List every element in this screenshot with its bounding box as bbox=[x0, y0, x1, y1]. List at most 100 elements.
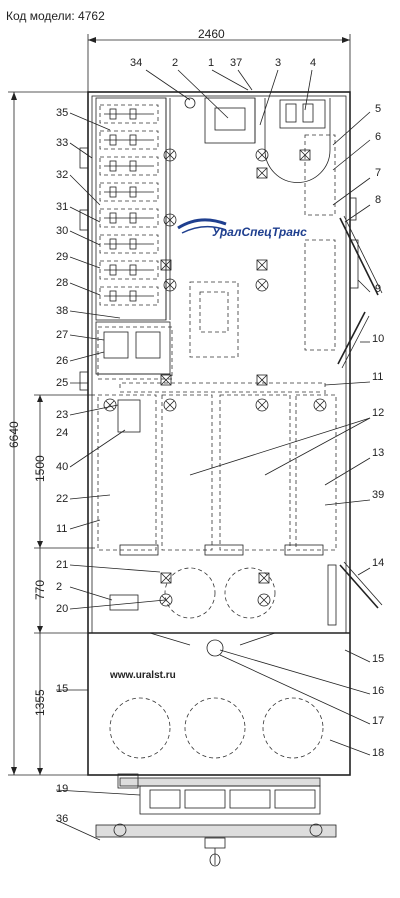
callout-31: 31 bbox=[56, 201, 68, 213]
lamp-icon bbox=[163, 278, 177, 292]
callout-22: 22 bbox=[56, 493, 68, 505]
callout-29: 29 bbox=[56, 251, 68, 263]
bunks bbox=[97, 394, 337, 556]
horizontal-duct bbox=[119, 382, 326, 395]
callout-13: 13 bbox=[372, 447, 384, 459]
callout-38: 38 bbox=[56, 305, 68, 317]
callout-2-left: 2 bbox=[56, 581, 62, 593]
callout-16: 16 bbox=[372, 685, 384, 697]
callout-1: 1 bbox=[208, 57, 214, 69]
model-label: Код модели: 4762 bbox=[6, 9, 105, 23]
outlet-icon bbox=[258, 572, 270, 584]
outlet-icon bbox=[256, 167, 268, 179]
rack-shelf bbox=[99, 182, 159, 202]
callout-15-right: 15 bbox=[372, 653, 384, 665]
top-room bbox=[184, 97, 331, 183]
callout-25: 25 bbox=[56, 377, 68, 389]
lamp-icon bbox=[103, 398, 117, 412]
leader-lines bbox=[55, 69, 371, 841]
callout-3: 3 bbox=[275, 57, 281, 69]
rear-compartment bbox=[109, 632, 324, 759]
dimension-width: 2460 bbox=[87, 27, 351, 92]
dimension-1500-label: 1500 bbox=[33, 455, 47, 482]
callout-32: 32 bbox=[56, 169, 68, 181]
outlets bbox=[160, 149, 311, 584]
callout-11-right: 11 bbox=[372, 371, 383, 383]
body-outline bbox=[79, 91, 359, 776]
center-dashed-area bbox=[97, 134, 336, 380]
callout-30: 30 bbox=[56, 225, 68, 237]
callout-14: 14 bbox=[372, 557, 384, 569]
callout-17: 17 bbox=[372, 715, 384, 727]
dimension-770-label: 770 bbox=[33, 580, 47, 600]
callout-19: 19 bbox=[56, 783, 68, 795]
outlet-icon bbox=[160, 572, 172, 584]
left-rack bbox=[95, 97, 171, 321]
callouts: 34 2 1 37 3 4 5 6 7 8 9 10 11 12 13 39 1… bbox=[56, 57, 384, 825]
dimension-length-label: 6640 bbox=[7, 421, 21, 448]
callout-36: 36 bbox=[56, 813, 68, 825]
outlet-icon bbox=[160, 374, 172, 386]
dimension-1355-label: 1355 bbox=[33, 689, 47, 716]
cabinet bbox=[95, 321, 171, 375]
outlet-icon bbox=[160, 259, 172, 271]
callout-5: 5 bbox=[375, 103, 381, 115]
callout-26: 26 bbox=[56, 355, 68, 367]
dimension-length: 6640 bbox=[7, 91, 90, 776]
logo-text: УралСпецТранс bbox=[212, 225, 307, 239]
rack-shelf bbox=[99, 208, 159, 228]
outlet-icon bbox=[256, 259, 268, 271]
callout-2-top: 2 bbox=[172, 57, 178, 69]
callout-37: 37 bbox=[230, 57, 242, 69]
callout-10: 10 bbox=[372, 333, 384, 345]
lamp-icon bbox=[163, 398, 177, 412]
outlet-icon bbox=[256, 374, 268, 386]
callout-15-left: 15 bbox=[56, 683, 68, 695]
callout-9: 9 bbox=[375, 283, 381, 295]
lamp-icon bbox=[255, 278, 269, 292]
rack-shelf bbox=[99, 156, 159, 176]
lamps bbox=[103, 148, 327, 607]
lower-tables bbox=[109, 564, 337, 626]
dimension-width-label: 2460 bbox=[198, 27, 225, 41]
website-text: www.uralst.ru bbox=[109, 670, 176, 681]
callout-27: 27 bbox=[56, 329, 68, 341]
callout-40: 40 bbox=[56, 461, 68, 473]
callout-7: 7 bbox=[375, 167, 381, 179]
rack-shelf bbox=[99, 260, 159, 280]
doors-right bbox=[337, 215, 383, 609]
outlet-icon bbox=[299, 149, 311, 161]
rack-shelf bbox=[99, 104, 159, 124]
callout-4: 4 bbox=[310, 57, 316, 69]
chassis bbox=[95, 773, 337, 867]
callout-34: 34 bbox=[130, 57, 142, 69]
lamp-icon bbox=[159, 593, 173, 607]
rack-shelf bbox=[99, 234, 159, 254]
rack-shelf bbox=[99, 130, 159, 150]
callout-12: 12 bbox=[372, 407, 384, 419]
callout-11-left: 11 bbox=[56, 523, 67, 535]
callout-23: 23 bbox=[56, 409, 68, 421]
lamp-icon bbox=[255, 398, 269, 412]
left-leader-lines bbox=[69, 112, 166, 610]
lamp-icon bbox=[257, 593, 271, 607]
callout-21: 21 bbox=[56, 559, 68, 571]
rack-shelves bbox=[99, 104, 159, 306]
lamp-icon bbox=[163, 148, 177, 162]
callout-8: 8 bbox=[375, 194, 381, 206]
dimension-segments: 1500 770 1355 bbox=[33, 394, 95, 775]
brand-logo: УралСпецТранс bbox=[177, 218, 307, 239]
lamp-icon bbox=[255, 148, 269, 162]
callout-33: 33 bbox=[56, 137, 68, 149]
callout-18: 18 bbox=[372, 747, 384, 759]
callout-35: 35 bbox=[56, 107, 68, 119]
rack-shelf bbox=[99, 286, 159, 306]
lamp-icon bbox=[163, 213, 177, 227]
callout-6: 6 bbox=[375, 131, 381, 143]
callout-20: 20 bbox=[56, 603, 68, 615]
callout-39: 39 bbox=[372, 489, 384, 501]
lamp-icon bbox=[313, 398, 327, 412]
callout-28: 28 bbox=[56, 277, 68, 289]
callout-24: 24 bbox=[56, 427, 68, 439]
